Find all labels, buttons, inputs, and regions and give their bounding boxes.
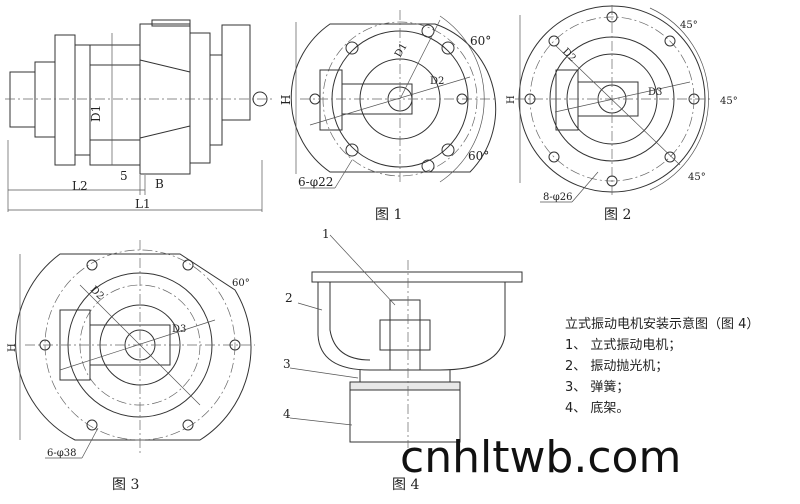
figure-3: H D2 D3 60° 6-φ38 图 3 [7,240,255,493]
legend-item: 1、 立式振动电机； [565,338,682,353]
angle-top: 60° [470,34,491,48]
callout-3: 3 [283,357,291,371]
dim-l1: L1 [135,197,151,211]
dim-d1: D1 [89,105,103,122]
callout-4: 4 [283,407,291,421]
angle-3: 45° [688,172,706,183]
dim-h: H [279,95,293,105]
callout-2: 2 [285,291,293,305]
callout-1: 1 [322,227,330,241]
legend-item: 3、 弹簧； [565,380,630,395]
watermark: cnhltwb.com [400,432,682,483]
legend-item: 2、 振动抛光机； [565,359,669,374]
holes-spec: 6-φ22 [298,175,333,189]
angle-2: 45° [720,96,738,107]
figure-4-caption: 图 4 [392,477,419,493]
dim-h: H [506,95,517,104]
legend: 立式振动电机安装示意图（图 4） 1、 立式振动电机； 2、 振动抛光机； 3、… [565,314,759,419]
holes-spec: 8-φ26 [543,192,572,203]
legend-title: 立式振动电机安装示意图（图 4） [565,317,760,332]
figure-2-caption: 图 2 [604,207,631,223]
figure-1: H D1 D2 60° 60° 6-φ22 图 1 [279,10,497,223]
angle-bottom: 60° [468,149,489,163]
dim-d1: D1 [393,42,410,60]
dim-d3: D3 [648,87,662,98]
dim-l2: L2 [72,179,88,193]
figure-2: H D2 D3 45° 45° 45° 8-φ26 图 2 [506,5,738,223]
legend-item: 4、 底架。 [565,401,630,416]
figure-3-caption: 图 3 [112,477,139,493]
figure-4: 1 2 3 4 图 4 [283,227,523,493]
holes-spec: 6-φ38 [47,448,76,459]
dim-d2: D2 [88,284,106,302]
dim-d2: D2 [430,76,444,87]
dim-b: B [155,177,164,191]
motor-side-view: L2 L1 5 B D1 [5,19,275,212]
dim-gap: 5 [120,169,128,183]
dim-d3: D3 [172,324,186,335]
dim-h: H [7,343,18,352]
figure-1-caption: 图 1 [375,207,402,223]
angle: 60° [232,278,250,289]
angle-1: 45° [680,20,698,31]
